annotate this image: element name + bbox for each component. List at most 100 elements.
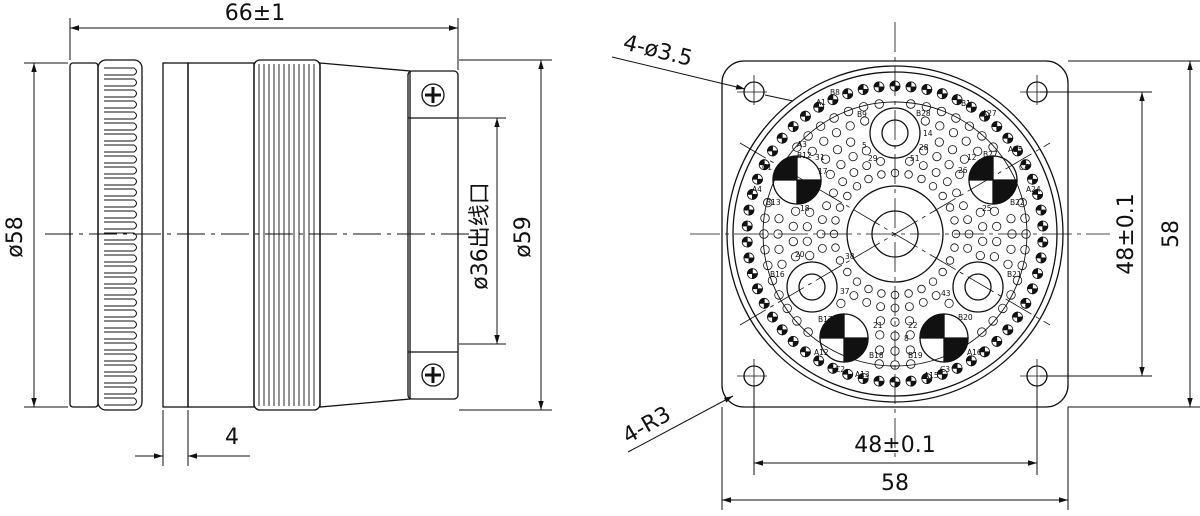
signal-contact bbox=[948, 128, 959, 138]
signal-contact bbox=[829, 188, 838, 198]
contact-label: 29 bbox=[868, 154, 878, 163]
power-contact-fill bbox=[919, 313, 945, 339]
signal-contact bbox=[782, 303, 792, 314]
knurl-finger bbox=[104, 133, 137, 142]
signal-contact-fill bbox=[991, 121, 1003, 132]
knurl-finger bbox=[104, 298, 137, 307]
signal-contact bbox=[1017, 260, 1027, 271]
knurl-finger bbox=[104, 254, 137, 263]
signal-contact bbox=[831, 243, 840, 252]
contact-label: C4 bbox=[1019, 163, 1029, 172]
side-view bbox=[45, 59, 480, 411]
contact-label: 51 bbox=[910, 154, 920, 163]
screw-icon bbox=[421, 83, 445, 107]
signal-contact bbox=[802, 236, 812, 246]
signal-contact bbox=[763, 260, 773, 271]
front-view-dimensions bbox=[611, 56, 1200, 510]
signal-contact bbox=[890, 303, 900, 313]
signal-contact bbox=[989, 206, 1000, 216]
signal-contact bbox=[977, 327, 987, 337]
knurl-finger bbox=[104, 188, 137, 197]
knurl-finger bbox=[104, 166, 137, 175]
contact-label: 21 bbox=[873, 321, 883, 330]
signal-contact-fill bbox=[746, 189, 758, 200]
signal-contact bbox=[860, 116, 870, 126]
signal-contact bbox=[904, 316, 915, 326]
knurl-finger bbox=[104, 100, 137, 109]
contact-label: A1 bbox=[816, 98, 826, 107]
front-ring bbox=[69, 62, 99, 408]
knurl-finger bbox=[104, 221, 137, 230]
contact-label: B27 bbox=[983, 150, 998, 159]
signal-contact-fill bbox=[800, 110, 811, 122]
knurl-finger bbox=[104, 243, 137, 252]
contact-label: B9 bbox=[857, 110, 867, 119]
knurl-finger bbox=[104, 210, 137, 219]
signal-contact bbox=[790, 206, 801, 216]
signal-contact bbox=[822, 201, 831, 211]
signal-contact bbox=[864, 174, 873, 184]
knurl-finger bbox=[104, 144, 137, 153]
signal-contact bbox=[864, 284, 873, 294]
signal-contact bbox=[792, 316, 802, 326]
signal-contact bbox=[877, 289, 886, 298]
signal-contact bbox=[944, 298, 954, 308]
dim-hole-spacing-horizontal: 48±0.1 bbox=[854, 433, 935, 458]
contact-label: 28 bbox=[919, 143, 929, 152]
contact-label: 3 bbox=[815, 153, 820, 162]
signal-contact-fill bbox=[800, 346, 811, 358]
contact-label: 38 bbox=[845, 252, 855, 261]
knurl-finger bbox=[104, 78, 137, 87]
contact-label: 17 bbox=[818, 167, 828, 176]
contact-label: B20 bbox=[958, 313, 973, 322]
signal-contact bbox=[874, 99, 884, 109]
contact-label: B19 bbox=[908, 351, 923, 360]
signal-contact bbox=[846, 137, 856, 147]
knurl-fingers bbox=[104, 67, 137, 406]
contact-label-group: B8 A1 B9 B28 B1 A27 A3 C1 B12 C4 A25 B27… bbox=[752, 88, 1041, 380]
coax-contact bbox=[964, 273, 992, 301]
contact-label: A27 bbox=[982, 109, 997, 118]
front-view bbox=[690, 22, 1110, 460]
signal-contact bbox=[978, 236, 988, 246]
signal-contact bbox=[831, 216, 840, 225]
signal-contact bbox=[874, 359, 884, 369]
signal-contact bbox=[803, 131, 813, 141]
contact-label: A25 bbox=[1008, 145, 1023, 154]
signal-contact-fill bbox=[758, 297, 770, 309]
signal-contact-fill bbox=[1037, 236, 1049, 248]
signal-contact-fill bbox=[921, 373, 933, 384]
signal-contact bbox=[992, 221, 1002, 231]
contact-label: 43 bbox=[941, 289, 951, 298]
contact-label: A16 bbox=[967, 348, 982, 357]
contact-label: B21 bbox=[1007, 270, 1022, 279]
signal-contact-fill bbox=[905, 81, 917, 93]
signal-contact bbox=[802, 222, 812, 232]
signal-contact-fill bbox=[842, 88, 854, 100]
signal-contact bbox=[825, 169, 835, 179]
signal-contact bbox=[934, 137, 944, 147]
signal-contact bbox=[918, 146, 929, 156]
signal-contact bbox=[773, 229, 783, 239]
signal-contact bbox=[904, 170, 913, 179]
signal-contact-fill bbox=[758, 159, 770, 171]
signal-contact bbox=[988, 316, 998, 326]
contact-label: B12 bbox=[797, 151, 812, 160]
knurl-finger bbox=[104, 287, 137, 296]
signal-contact-fill bbox=[1032, 268, 1044, 279]
contact-label: C2 bbox=[835, 365, 845, 374]
signal-contact-fill bbox=[921, 84, 933, 95]
contact-label: 8 bbox=[904, 334, 909, 343]
signal-contact-fill bbox=[979, 110, 990, 122]
contact-label: C1 bbox=[762, 163, 772, 172]
power-contact-fill bbox=[796, 179, 822, 205]
signal-contact-fill bbox=[951, 94, 963, 106]
signal-contact-fill bbox=[1027, 283, 1038, 295]
contact-label: A15 bbox=[924, 371, 939, 380]
signal-contact bbox=[1006, 214, 1016, 224]
knurl-finger bbox=[104, 89, 137, 98]
contact-label: B22 bbox=[1010, 198, 1025, 207]
signal-contact bbox=[932, 152, 942, 162]
signal-contact bbox=[964, 229, 974, 239]
signal-contact bbox=[998, 303, 1008, 314]
